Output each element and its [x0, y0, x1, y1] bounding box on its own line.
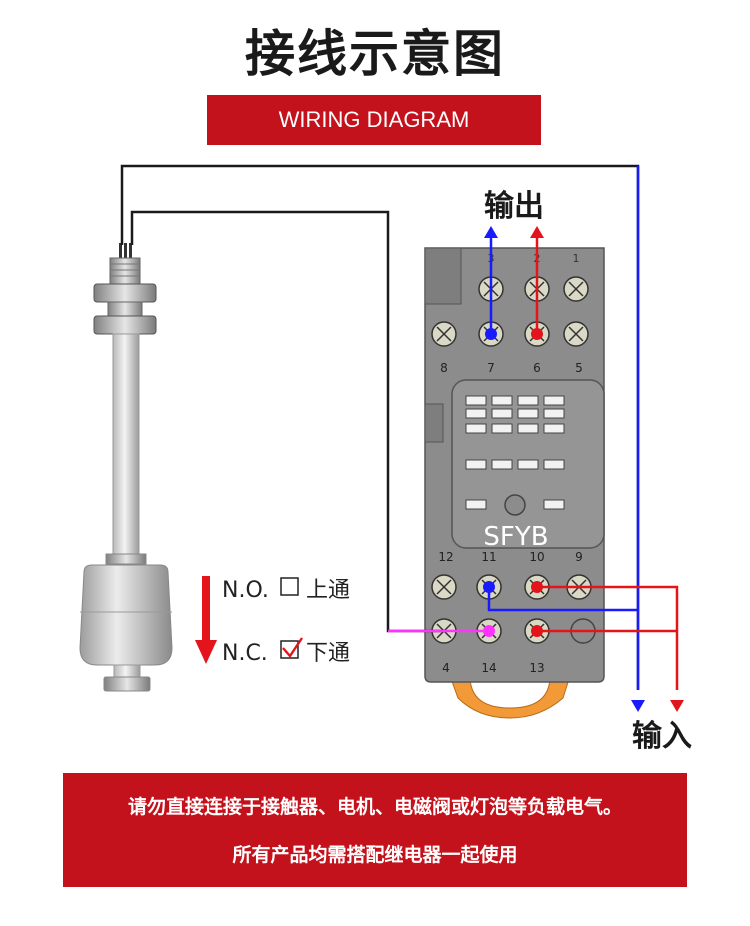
nc-desc: 下通 [306, 641, 350, 666]
brand-label: SFYB [483, 522, 548, 552]
relay-socket: SFYB 3 2 1 8 7 6 5 12 11 10 9 [424, 247, 605, 719]
up-arrow-icon [530, 226, 544, 238]
down-arrow-icon [631, 700, 645, 712]
notice-box: 请勿直接连接于接触器、电机、电磁阀或灯泡等负载电气。 所有产品均需搭配继电器一起… [63, 773, 687, 887]
black-wire-inner [130, 210, 444, 633]
no-label: N.O. [222, 578, 269, 603]
terminal-number: 7 [487, 361, 495, 375]
terminal-number: 8 [440, 361, 448, 375]
terminal-dot-magenta [483, 625, 495, 637]
terminal-number: 12 [438, 550, 453, 564]
subtitle-banner: WIRING DIAGRAM [207, 95, 541, 145]
terminal-number: 13 [529, 661, 544, 675]
no-checkbox-icon [280, 577, 299, 596]
blue-link-wire [487, 587, 638, 612]
terminal-number: 11 [481, 550, 496, 564]
page-title: 接线示意图 [245, 25, 505, 83]
terminal-number: 4 [442, 661, 450, 675]
terminal-number: 5 [575, 361, 583, 375]
red-input-wire [537, 585, 679, 690]
terminal-dot-red [531, 625, 543, 637]
check-mark-icon [282, 637, 303, 658]
state-indicator: N.O. 上通 N.C. 下通 [195, 576, 350, 666]
wires [120, 164, 679, 690]
notice-line-1: 请勿直接连接于接触器、电机、电磁阀或灯泡等负载电气。 [127, 796, 622, 818]
notice-line-2: 所有产品均需搭配继电器一起使用 [232, 844, 518, 866]
input-label: 输入 [632, 719, 692, 754]
terminal-number: 10 [529, 550, 544, 564]
down-arrow-icon [195, 640, 217, 664]
terminal-number: 1 [573, 252, 580, 265]
terminal-dot-red [531, 581, 543, 593]
terminal-dot-blue [483, 581, 495, 593]
terminal-number: 6 [533, 361, 541, 375]
terminal-dot-red [531, 328, 543, 340]
float-switch [79, 243, 173, 692]
nc-checkbox-icon [280, 640, 299, 659]
output-label: 输出 [484, 189, 544, 224]
down-arrow-shaft [202, 576, 210, 646]
terminal-dot-blue [485, 328, 497, 340]
terminal-number: 9 [575, 550, 583, 564]
nc-label: N.C. [222, 641, 268, 666]
no-desc: 上通 [306, 578, 350, 603]
up-arrow-icon [484, 226, 498, 238]
down-arrow-icon [670, 700, 684, 712]
terminal-number: 14 [481, 661, 496, 675]
